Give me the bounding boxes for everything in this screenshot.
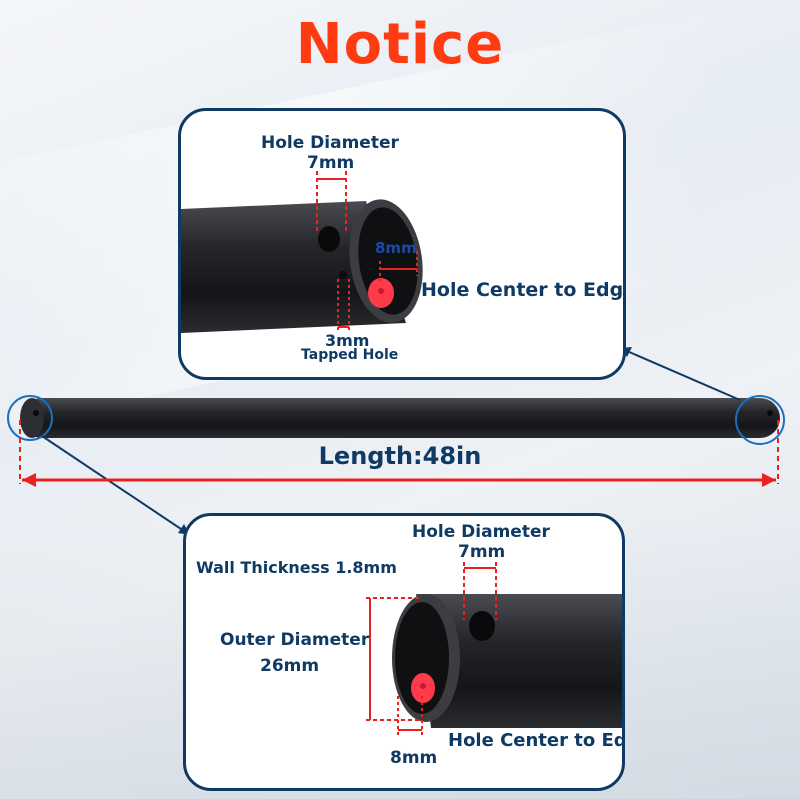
top-hole-7mm <box>318 226 340 252</box>
connector-right <box>619 347 741 401</box>
detail-panel-bottom: Hole Diameter 7mm Wall Thickness 1.8mm O… <box>183 513 625 791</box>
length-label: Length:48in <box>318 442 482 470</box>
bottom-edge-value: 8mm <box>390 748 438 768</box>
bottom-outer-diameter-value: 26mm <box>260 656 320 676</box>
bottom-edge-label: Hole Center to Edge <box>448 730 625 751</box>
page-title: Notice <box>295 12 505 77</box>
length-arrow-left <box>22 473 36 487</box>
detail-panel-top: Hole Diameter 7mm 8mm Hole Center to Edg… <box>178 108 626 380</box>
length-arrow-right <box>762 473 776 487</box>
top-hole-diameter-value: 7mm <box>307 153 355 173</box>
tube-hole-right <box>767 410 773 416</box>
top-hole-3mm <box>339 271 347 279</box>
top-edge-value: 8mm <box>375 239 417 257</box>
tube-end-left <box>20 398 44 438</box>
bottom-tube-body <box>416 594 622 728</box>
bottom-hole-diameter-title: Hole Diameter <box>412 522 550 542</box>
zoom-circle-right <box>735 395 785 445</box>
top-hole-diameter-title: Hole Diameter <box>261 133 399 153</box>
bottom-tube-inner <box>395 602 449 714</box>
bottom-tube-closeup <box>366 562 622 738</box>
long-tube <box>22 398 780 438</box>
tube-hole-left <box>33 410 39 416</box>
top-tube-closeup <box>181 171 423 333</box>
connector-left <box>41 435 191 536</box>
bottom-hole-diameter-value: 7mm <box>458 542 506 562</box>
top-edge-label: Hole Center to Edge <box>421 279 626 301</box>
top-tapped-label: Tapped Hole <box>301 347 399 363</box>
bottom-hole-7mm <box>469 611 495 641</box>
bottom-outer-diameter-title: Outer Diameter <box>220 630 370 650</box>
bottom-wall-thickness: Wall Thickness 1.8mm <box>196 558 397 577</box>
top-tapped-value: 3mm <box>325 331 370 350</box>
zoom-circle-left <box>7 395 53 441</box>
